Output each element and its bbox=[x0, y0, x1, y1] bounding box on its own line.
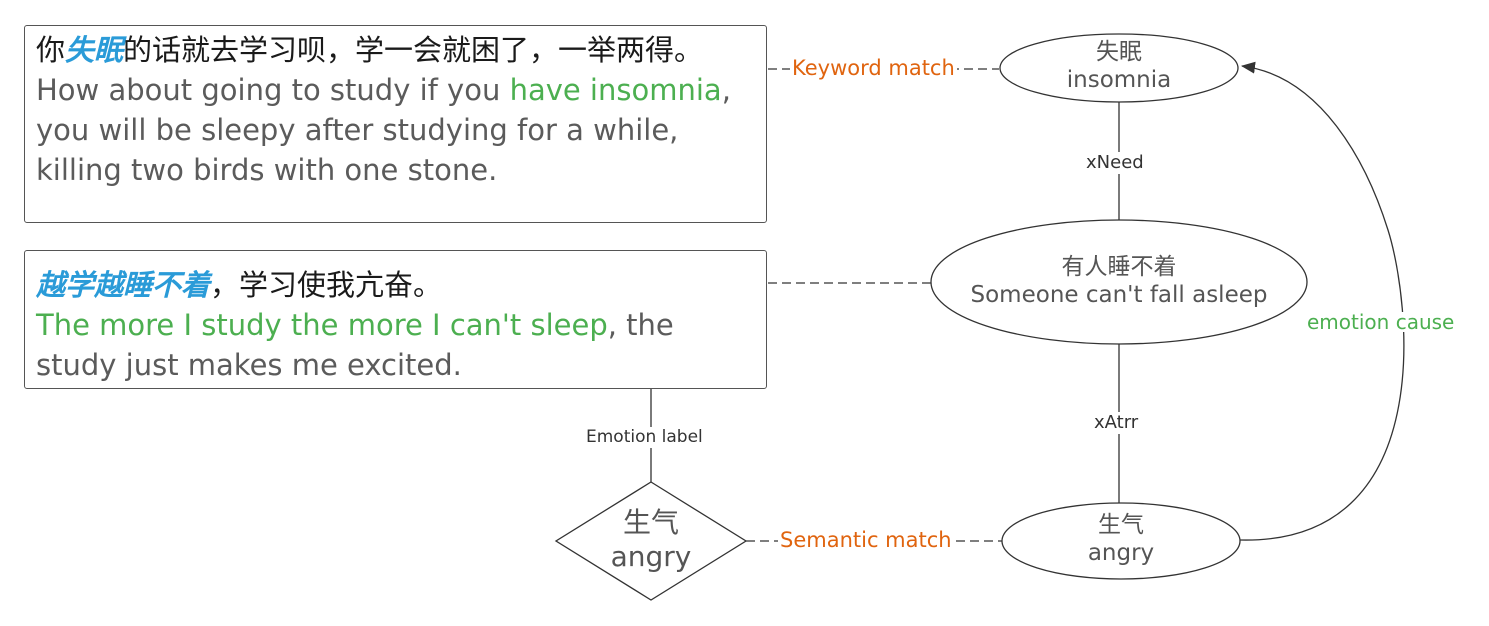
semantic-match-label: Semantic match bbox=[778, 528, 954, 552]
emotion-label-label: Emotion label bbox=[584, 427, 705, 448]
xatrr-label: xAtrr bbox=[1091, 412, 1142, 434]
top-en-text: How about going to study if you bbox=[36, 73, 510, 107]
insomnia-en: insomnia bbox=[1066, 67, 1172, 94]
angry-node-en: angry bbox=[1087, 540, 1155, 567]
middle-zh-keyword: 越学越睡不着 bbox=[36, 268, 211, 302]
emotion-label-en: angry bbox=[610, 540, 692, 574]
fall-asleep-en: Someone can't fall asleep bbox=[970, 282, 1268, 309]
emotion-label-diamond bbox=[554, 481, 748, 601]
top-zh-keyword: 失眠 bbox=[65, 33, 124, 67]
top-en-highlight: have insomnia bbox=[509, 73, 722, 107]
angry-node-zh: 生气 bbox=[1098, 512, 1144, 538]
top-zh-text-rest: 的话就去学习呗，学一会就困了，一举两得。 bbox=[123, 33, 704, 67]
top-sentence-box: 你失眠的话就去学习呗，学一会就困了，一举两得。 How about going … bbox=[24, 25, 767, 223]
insomnia-node-text: 失眠 insomnia bbox=[1019, 38, 1219, 94]
keyword-match-label: Keyword match bbox=[790, 56, 957, 80]
insomnia-node bbox=[999, 33, 1239, 103]
emotion-cause-arrow bbox=[1239, 61, 1405, 541]
emotion-label-text: 生气 angry bbox=[571, 506, 731, 574]
insomnia-zh: 失眠 bbox=[1096, 39, 1142, 65]
angry-node-text: 生气 angry bbox=[1021, 511, 1221, 567]
fall-asleep-zh: 有人睡不着 bbox=[1061, 254, 1177, 280]
xneed-label: xNeed bbox=[1083, 152, 1147, 174]
middle-en-text: , the study just makes me excited. bbox=[36, 308, 674, 382]
middle-zh-text: ，学习使我亢奋。 bbox=[210, 268, 443, 302]
angry-node bbox=[1001, 502, 1241, 580]
middle-en-highlight: The more I study the more I can't sleep bbox=[36, 308, 608, 342]
emotion-cause-label: emotion cause bbox=[1305, 310, 1457, 334]
fall-asleep-node bbox=[930, 219, 1308, 345]
top-zh-text: 你 bbox=[36, 33, 66, 67]
top-en-text-rest: , you will be sleepy after studying for … bbox=[36, 73, 731, 187]
fall-asleep-node-text: 有人睡不着 Someone can't fall asleep bbox=[939, 253, 1299, 309]
middle-sentence-box: 越学越睡不着，学习使我亢奋。 The more I study the more… bbox=[24, 250, 767, 389]
emotion-label-zh: 生气 bbox=[622, 506, 679, 539]
